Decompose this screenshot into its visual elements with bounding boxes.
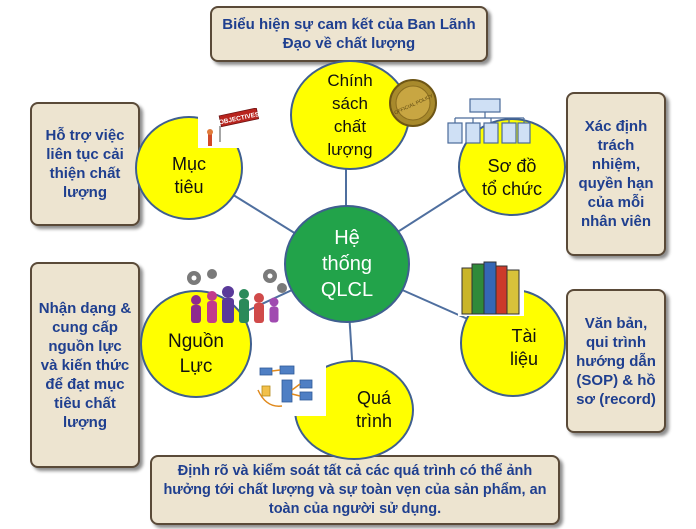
node-so-do-label: Sơ đồ tổ chức <box>481 156 543 199</box>
process-flow-icon <box>252 360 326 416</box>
box-right-top: Xác định trách nhiệm, quyền hạn của mỗi … <box>566 92 666 256</box>
box-right-top-text: Xác định trách nhiệm, quyền hạn của mỗi … <box>578 118 654 230</box>
people-gears-icon <box>187 269 287 323</box>
node-chinh-sach: Chính sách chất lượng <box>290 60 410 170</box>
center-label: Hệ thống QLCL <box>320 227 374 301</box>
target-arrow-icon: OBJECTIVES <box>198 108 260 148</box>
box-left-top-text: Hỗ trợ việc liên tục cải thiện chất lượn… <box>45 127 125 201</box>
node-chinh-sach-label: Chính sách chất lượng <box>327 71 373 159</box>
box-bottom-text: Định rõ và kiểm soát tất cả các quá trìn… <box>163 462 547 517</box>
official-policy-seal-icon: OFFICIAL POLICY <box>389 79 437 127</box>
books-icon <box>458 258 524 316</box>
box-left-bottom: Nhận dạng & cung cấp nguồn lực và kiến t… <box>30 262 140 468</box>
box-right-bottom: Văn bản, qui trình hướng dẫn (SOP) & hồ … <box>566 289 666 433</box>
node-muc-tieu-label: Mục tiêu <box>171 154 206 197</box>
org-chart-icon <box>447 98 531 144</box>
box-left-top: Hỗ trợ việc liên tục cải thiện chất lượn… <box>30 102 140 226</box>
box-bottom: Định rõ và kiểm soát tất cả các quá trìn… <box>150 455 560 525</box>
box-right-bottom-text: Văn bản, qui trình hướng dẫn (SOP) & hồ … <box>576 314 656 408</box>
box-left-bottom-text: Nhận dạng & cung cấp nguồn lực và kiến t… <box>38 299 132 431</box>
node-nguon-luc-label: Nguồn Lực <box>168 331 224 377</box>
box-top: Biểu hiện sự cam kết của Ban Lãnh Đạo về… <box>210 6 488 62</box>
center-node: Hệ thống QLCL <box>284 205 410 323</box>
box-top-text: Biểu hiện sự cam kết của Ban Lãnh Đạo về… <box>222 16 476 52</box>
node-qua-trinh-label: Quá trình <box>355 388 393 431</box>
node-tai-lieu-label: Tài liệu <box>509 326 539 369</box>
